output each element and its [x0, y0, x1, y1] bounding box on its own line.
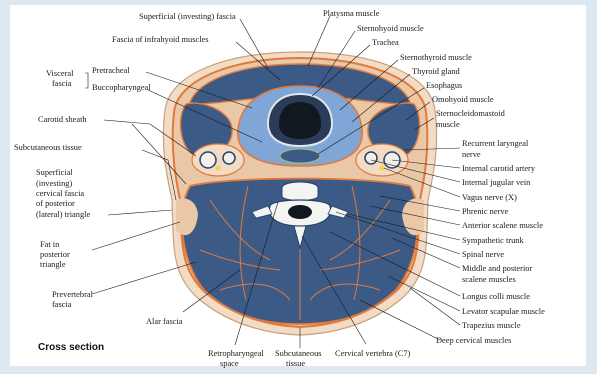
- label-scm-line2: muscle: [436, 120, 460, 129]
- label-trapezius: Trapezius muscle: [462, 321, 521, 330]
- figure-title: Cross section: [38, 342, 104, 353]
- label-thyroid-gland: Thyroid gland: [412, 67, 460, 76]
- label-prevertebral-line2: fascia: [52, 300, 72, 309]
- label-sympathetic: Sympathetic trunk: [462, 236, 524, 245]
- label-spinal-nerve: Spinal nerve: [462, 250, 504, 259]
- label-omohyoid: Omohyoid muscle: [432, 95, 494, 104]
- label-superficial-line1: Superficial: [36, 168, 73, 177]
- labels-left: Visceral fascia Pretracheal Buccopharyng…: [14, 66, 151, 309]
- label-superficial-line3: cervical fascia: [36, 189, 84, 198]
- label-trachea: Trachea: [372, 38, 399, 47]
- label-sternohyoid: Sternohyoid muscle: [357, 24, 424, 33]
- label-subcutaneous-tissue: Subcutaneous tissue: [14, 143, 82, 152]
- label-subcut-line1: Subcutaneous: [275, 349, 322, 358]
- label-fat-line2: posterior: [40, 250, 70, 259]
- label-recurrent-line2: nerve: [462, 150, 481, 159]
- label-middle-scalene-line1: Middle and posterior: [462, 264, 532, 273]
- label-longus-colli: Longus colli muscle: [462, 292, 530, 301]
- label-scm-line1: Sternocleidomastoid: [436, 109, 506, 118]
- label-internal-carotid: Internal carotid artery: [462, 164, 536, 173]
- esophagus: [280, 149, 320, 163]
- label-prevertebral-line1: Prevertebral: [52, 290, 94, 299]
- label-fat-line3: triangle: [40, 260, 66, 269]
- label-fat-line1: Fat in: [40, 240, 60, 249]
- label-buccopharyngeal: Buccopharyngeal: [92, 83, 151, 92]
- carotid-sheath-right: [356, 144, 408, 176]
- label-esophagus: Esophagus: [426, 81, 462, 90]
- neck-drawing: [163, 52, 436, 335]
- label-retropharyngeal-line2: space: [220, 359, 239, 368]
- label-fascia-infrahyoid: Fascia of infrahyoid muscles: [112, 35, 209, 44]
- label-superficial-line5: (lateral) triangle: [36, 210, 90, 219]
- label-anterior-scalene: Anterior scalene muscle: [462, 221, 543, 230]
- label-carotid-sheath: Carotid sheath: [38, 115, 87, 124]
- label-superficial-line2: (investing): [36, 179, 72, 188]
- label-alar-fascia: Alar fascia: [146, 317, 183, 326]
- label-pretracheal: Pretracheal: [92, 66, 130, 75]
- label-levator: Levator scapulae muscle: [462, 307, 545, 316]
- trachea-lumen: [279, 102, 321, 139]
- label-cervical-vertebra: Cervical vertebra (C7): [335, 349, 411, 358]
- label-internal-jugular: Internal jugular vein: [462, 178, 531, 187]
- label-visceral-line2: fascia: [52, 79, 72, 88]
- label-deep-cervical: Deep cervical muscles: [436, 336, 511, 345]
- label-platysma: Platysma muscle: [323, 9, 380, 18]
- label-vagus: Vagus nerve (X): [462, 193, 517, 202]
- labels-right: Recurrent laryngeal nerve Internal carot…: [436, 139, 545, 345]
- label-phrenic: Phrenic nerve: [462, 207, 509, 216]
- label-recurrent-line1: Recurrent laryngeal: [462, 139, 529, 148]
- label-subcut-line2: tissue: [286, 359, 305, 368]
- label-visceral-line1: Visceral: [46, 69, 74, 78]
- label-middle-scalene-line2: scalene muscles: [462, 275, 516, 284]
- label-sternothyroid: Sternothyroid muscle: [400, 53, 472, 62]
- label-superficial-fascia: Superficial (investing) fascia: [139, 12, 236, 21]
- carotid-sheath-left: [192, 144, 244, 176]
- label-superficial-line4: of posterior: [36, 199, 75, 208]
- label-retropharyngeal-line1: Retropharyngeal: [208, 349, 264, 358]
